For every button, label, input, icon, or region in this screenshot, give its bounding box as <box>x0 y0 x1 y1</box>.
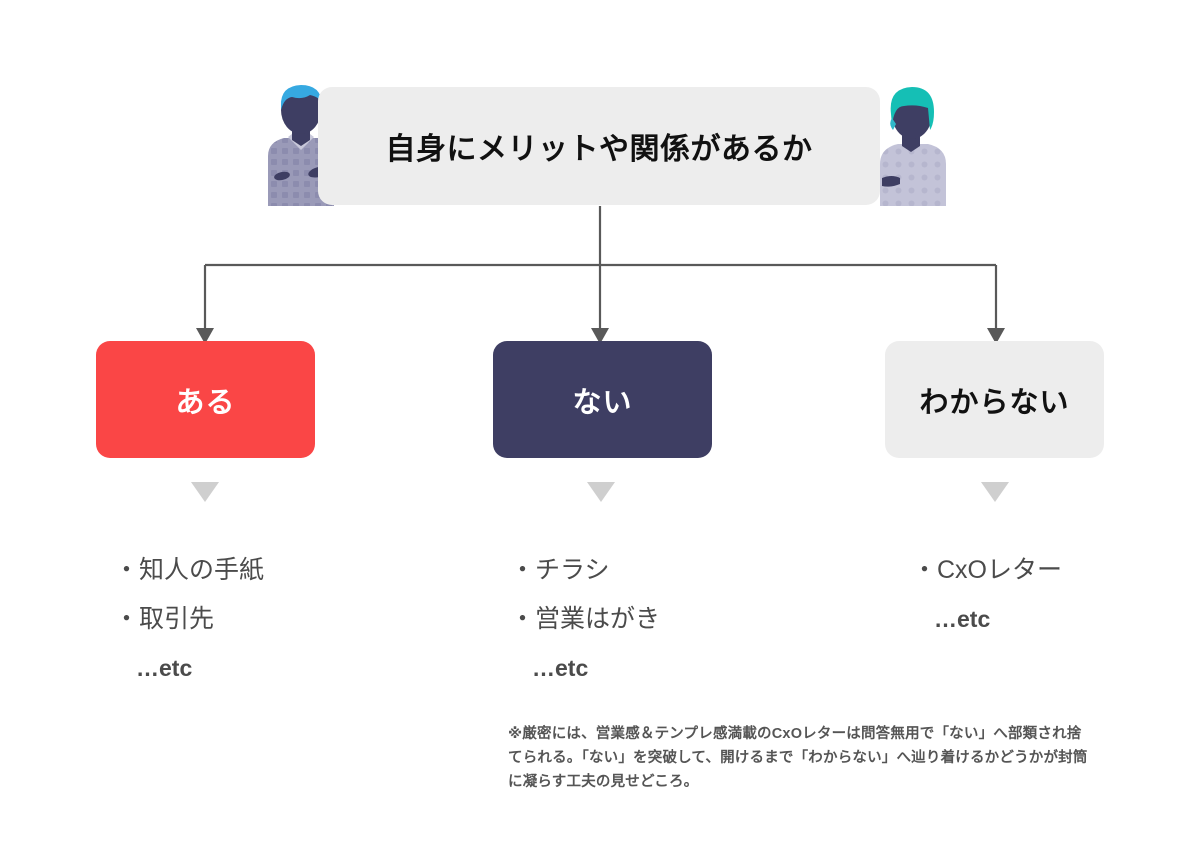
option-label: ない <box>572 386 633 419</box>
list-item: ・CxOレター <box>912 556 1063 584</box>
option-box-wakaranai[interactable]: わからない <box>885 341 1104 458</box>
list-item-etc: …etc <box>136 655 193 681</box>
person-left-illustration <box>268 85 334 206</box>
option-box-aru[interactable]: ある <box>96 341 315 458</box>
list-item: ・チラシ <box>510 556 610 584</box>
list-item-etc: …etc <box>532 655 589 681</box>
question-title: 自身にメリットや関係があるか <box>385 133 813 166</box>
triangle-down-icon <box>981 482 1009 502</box>
list-item: ・営業はがき <box>510 605 661 633</box>
triangle-down-icon <box>191 482 219 502</box>
example-list-wakaranai: ・CxOレター …etc <box>912 546 1200 644</box>
option-label: わからない <box>919 386 1070 419</box>
list-item-etc: …etc <box>934 606 991 632</box>
question-box: 自身にメリットや関係があるか <box>318 87 880 205</box>
option-label: ある <box>175 386 236 419</box>
triangle-down-icon <box>587 482 615 502</box>
example-list-nai: ・チラシ ・営業はがき …etc <box>510 546 810 693</box>
list-item: ・知人の手紙 <box>114 556 265 584</box>
footnote-text: ※厳密には、営業感＆テンプレ感満載のCxOレターは問答無用で「ない」へ部類され捨… <box>508 726 1088 790</box>
example-list-aru: ・知人の手紙 ・取引先 …etc <box>114 546 414 693</box>
option-box-nai[interactable]: ない <box>493 341 712 458</box>
person-right-illustration <box>880 87 946 206</box>
list-item: ・取引先 <box>114 605 215 633</box>
